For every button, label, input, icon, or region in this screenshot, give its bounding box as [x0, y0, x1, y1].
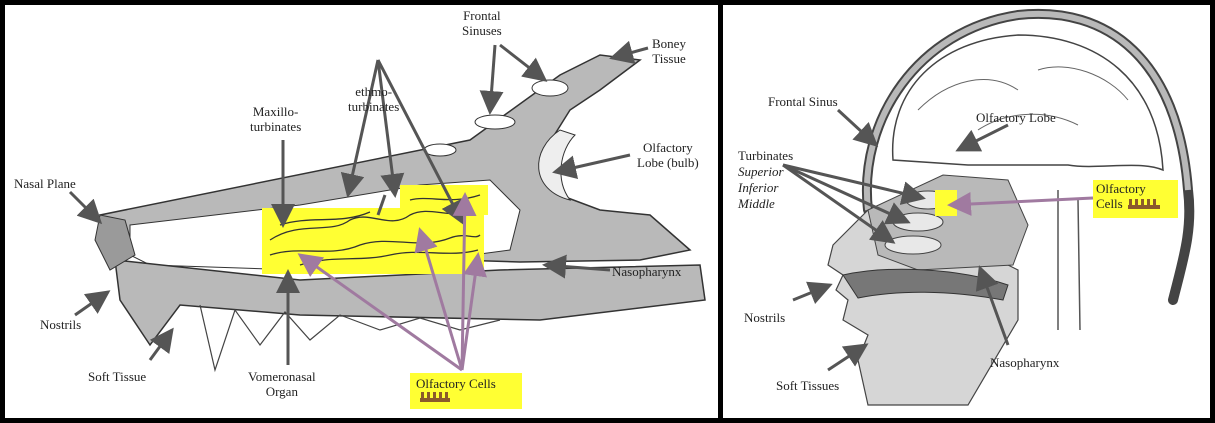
dog-nasal-diagram: [0, 0, 718, 423]
label-frontal-sinus: Frontal Sinus: [768, 94, 838, 109]
human-nasal-diagram: [718, 0, 1215, 423]
arrow-turbinates-b: [783, 165, 908, 222]
label-nasopharynx: Nasopharynx: [612, 264, 681, 279]
label-middle: Middle: [738, 196, 775, 211]
label-nasal-plane: Nasal Plane: [14, 176, 76, 191]
label-superior: Superior: [738, 164, 784, 179]
frontal-sinus-1: [532, 80, 568, 96]
olfactory-region-highlight: [935, 190, 957, 216]
label-nostrils: Nostrils: [40, 317, 81, 332]
label-olfactory-cells-left: Olfactory Cells: [416, 376, 496, 391]
arrow-olfactory-lobe: [555, 155, 630, 172]
spine-neck: [1058, 190, 1080, 330]
arrow-nostrils-right: [793, 285, 830, 300]
frontal-sinus-2: [475, 115, 515, 129]
label-inferior: Inferior: [738, 180, 778, 195]
label-boney-tissue: Boney Tissue: [652, 36, 686, 66]
arrow-frontal-sinus: [838, 110, 876, 145]
label-soft-tissue: Soft Tissue: [88, 369, 146, 384]
label-olfactory-cells-right: Olfactory Cells: [1096, 181, 1146, 211]
arrow-frontal-sinuses-a: [490, 45, 495, 112]
label-frontal-sinuses: Frontal Sinuses: [462, 8, 502, 38]
arrow-frontal-sinuses-b: [500, 45, 545, 80]
label-nasopharynx-right: Nasopharynx: [990, 355, 1059, 370]
label-vomeronasal-organ: Vomeronasal Organ: [248, 369, 316, 399]
arrow-nasal-plane: [70, 192, 100, 222]
label-soft-tissues: Soft Tissues: [776, 378, 839, 393]
label-olfactory-lobe-right: Olfactory Lobe: [976, 110, 1056, 125]
frontal-sinus-3: [424, 144, 456, 156]
label-olfactory-lobe: Olfactory Lobe (bulb): [637, 140, 699, 170]
label-maxillo-turbinates: Maxillo- turbinates: [250, 104, 301, 134]
label-nostrils-right: Nostrils: [744, 310, 785, 325]
turbinate-inferior: [885, 236, 941, 254]
arrow-nostrils: [75, 292, 108, 315]
arrow-boney-tissue: [612, 48, 648, 58]
label-ethmo-turbinates: ethmo- turbinates: [348, 84, 399, 114]
label-turbinates: Turbinates: [738, 148, 793, 163]
